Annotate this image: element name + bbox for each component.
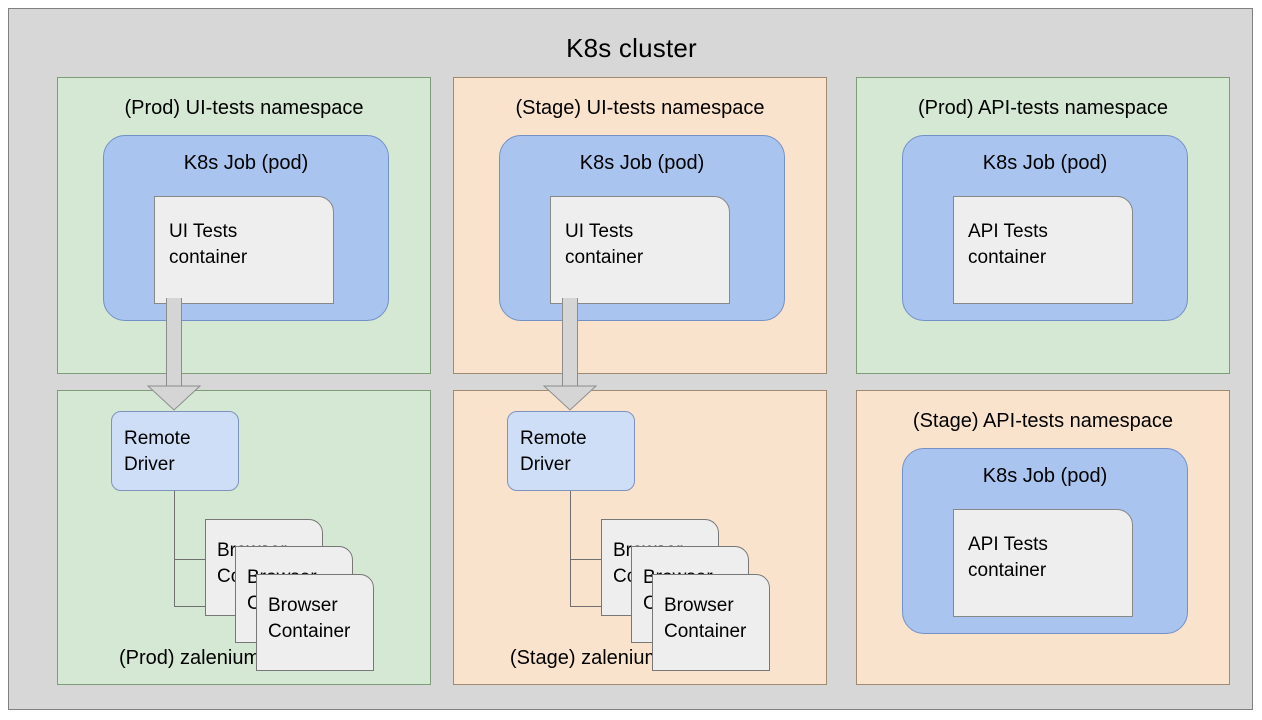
container-label: API Tests container [968, 221, 1048, 268]
pod-title: K8s Job (pod) [982, 152, 1108, 174]
browser-container-label: Browser Container [664, 595, 747, 642]
namespace-prod-ui-tests[interactable]: (Prod) UI-tests namespace K8s Job (pod) … [57, 77, 431, 374]
pod-title: K8s Job (pod) [183, 152, 309, 174]
namespace-stage-zalenium[interactable]: (Stage) zalenium namespace Remote Driver… [453, 390, 827, 685]
pod-title: K8s Job (pod) [982, 465, 1108, 487]
arrow-shaft-prod-ui-to-driver [166, 298, 182, 388]
browser-container-3[interactable]: Browser Container [652, 574, 770, 671]
container-label: API Tests container [968, 534, 1048, 581]
remote-driver-stage[interactable]: Remote Driver [507, 411, 635, 491]
cluster-title: K8s cluster [566, 33, 697, 63]
browser-container-label: Browser Container [268, 595, 351, 642]
driver-branch-trunk [174, 491, 175, 606]
pod-stage-api-tests[interactable]: K8s Job (pod) API Tests container [902, 448, 1188, 634]
namespace-stage-ui-tests[interactable]: (Stage) UI-tests namespace K8s Job (pod)… [453, 77, 827, 374]
namespace-title: (Stage) zalenium namespace [509, 647, 771, 669]
container-api-tests[interactable]: API Tests container [953, 196, 1133, 304]
browser-container-3[interactable]: Browser Container [256, 574, 374, 671]
namespace-title: (Stage) API-tests namespace [912, 410, 1174, 432]
namespace-title: (Prod) zalenium namespace [118, 647, 370, 669]
arrow-shaft-stage-ui-to-driver [562, 298, 578, 388]
namespace-title: (Prod) UI-tests namespace [124, 97, 364, 119]
namespace-prod-zalenium[interactable]: (Prod) zalenium namespace Remote Driver … [57, 390, 431, 685]
namespace-stage-api-tests[interactable]: (Stage) API-tests namespace K8s Job (pod… [856, 390, 1230, 685]
container-ui-tests[interactable]: UI Tests container [154, 196, 334, 304]
arrow-head-stage-outline [543, 385, 597, 411]
container-label: UI Tests container [565, 221, 644, 268]
arrow-head-stage-ui-to-driver-icon [544, 386, 596, 410]
remote-driver-label: Remote Driver [520, 428, 587, 475]
container-label: UI Tests container [169, 221, 248, 268]
container-api-tests[interactable]: API Tests container [953, 509, 1133, 617]
namespace-title: (Prod) API-tests namespace [917, 97, 1169, 119]
pod-title: K8s Job (pod) [579, 152, 705, 174]
arrow-head-prod-outline [147, 385, 201, 411]
pod-prod-api-tests[interactable]: K8s Job (pod) API Tests container [902, 135, 1188, 321]
pod-prod-ui-tests[interactable]: K8s Job (pod) UI Tests container [103, 135, 389, 321]
remote-driver-prod[interactable]: Remote Driver [111, 411, 239, 491]
namespace-title: (Stage) UI-tests namespace [515, 97, 765, 119]
driver-branch-trunk [570, 491, 571, 606]
remote-driver-label: Remote Driver [124, 428, 191, 475]
namespace-prod-api-tests[interactable]: (Prod) API-tests namespace K8s Job (pod)… [856, 77, 1230, 374]
arrow-head-prod-ui-to-driver-icon [148, 386, 200, 410]
container-ui-tests[interactable]: UI Tests container [550, 196, 730, 304]
pod-stage-ui-tests[interactable]: K8s Job (pod) UI Tests container [499, 135, 785, 321]
